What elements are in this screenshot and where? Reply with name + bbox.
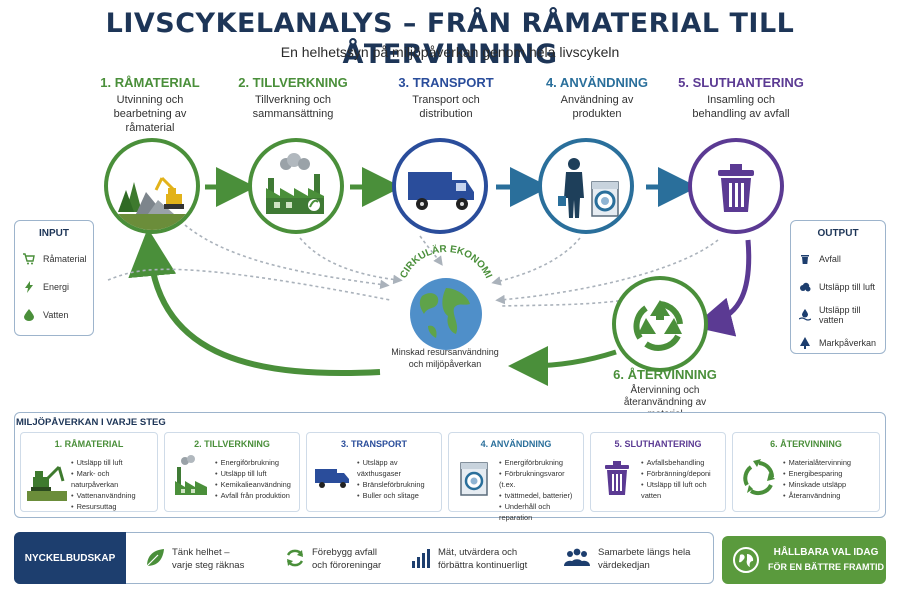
- recycle-icon: [743, 459, 775, 496]
- impact-card-recycling: 6. ÅTERVINNING Materialåtervinning Energ…: [732, 432, 880, 512]
- truck-icon: [315, 469, 349, 488]
- arrow-5-6: [692, 239, 752, 337]
- step-2-circle: [248, 138, 344, 234]
- water-drop-icon: [24, 309, 34, 321]
- input-panel: INPUT Råmaterial Energi Vatten: [14, 220, 94, 336]
- step-3-heading: 3. TRANSPORT Transport och distribution: [398, 75, 494, 121]
- cart-icon: [23, 253, 35, 265]
- arrow-6-circular: [508, 345, 617, 386]
- factory-icon: [266, 153, 324, 214]
- step-4-heading: 4. ANVÄNDNING Användning av produkten: [545, 75, 649, 121]
- washing-machine-icon: [460, 462, 488, 496]
- output-item: Avfall: [791, 245, 885, 273]
- trash-bin-icon: [718, 164, 754, 212]
- impact-card-raw: 1. RÅMATERIAL Utsläpp till luft Mark- oc…: [20, 432, 158, 512]
- arrow-return-1: [128, 228, 381, 377]
- output-item: Markpåverkan: [791, 329, 885, 357]
- key-message-2: Förebygg avfall och föroreningar: [312, 547, 382, 571]
- input-item: Råmaterial: [15, 245, 93, 273]
- impact-card-transport: 3. TRANSPORT Utsläpp av växthusgaser Brä…: [306, 432, 442, 512]
- trash-icon: [801, 255, 809, 264]
- key-message-1: Tänk helhet – varje steg räknas: [172, 547, 245, 571]
- key-message-3: Mät, utvärdera och förbättra kontinuerli…: [438, 547, 528, 571]
- step-1-circle: [104, 138, 200, 234]
- page-title: LIVSCYKELANALYS – FRÅN RÅMATERIAL TILL Å…: [105, 8, 795, 70]
- cta-banner: HÅLLBARA VAL IDAG FÖR EN BÄTTRE FRAMTID: [722, 536, 886, 584]
- impact-card-usage: 4. ANVÄNDNING Energiförbrukning Förbrukn…: [448, 432, 584, 522]
- trash-bin-icon: [605, 461, 629, 495]
- cycle-icon: [286, 549, 304, 567]
- svg-text:CIRKULÄR EKONOMI: CIRKULÄR EKONOMI: [398, 244, 494, 280]
- key-messages-bar: [14, 532, 714, 584]
- step-3-circle: [392, 138, 488, 234]
- globe-icon: CIRKULÄR EKONOMI: [398, 244, 494, 350]
- circular-economy-label: CIRKULÄR EKONOMI: [398, 244, 494, 280]
- mining-icon: [108, 176, 196, 230]
- cta-line-2: FÖR EN BÄTTRE FRAMTID: [768, 562, 884, 572]
- impact-title: MILJÖPÅVERKAN I VARJE STEG: [16, 417, 166, 428]
- cloud-icon: [800, 282, 811, 292]
- output-title: OUTPUT: [817, 228, 859, 239]
- recycle-icon: [633, 300, 683, 351]
- impact-card-end-of-life: 5. SLUTHANTERING Avfallsbehandling Förbr…: [590, 432, 726, 512]
- step-5-circle: [688, 138, 784, 234]
- excavator-icon: [27, 465, 67, 501]
- step-6-circle: [612, 276, 708, 372]
- bar-chart-icon: [412, 549, 430, 568]
- step-2-heading: 2. TILLVERKNING Tillverkning och sammans…: [238, 75, 348, 121]
- leaf-icon: [146, 549, 164, 567]
- factory-icon: [175, 455, 207, 495]
- output-item: Utsläpp till vatten: [791, 301, 885, 329]
- key-messages-label: NYCKELBUDSKAP: [14, 532, 126, 584]
- truck-icon: [408, 172, 474, 210]
- input-title: INPUT: [39, 228, 69, 239]
- input-item: Vatten: [15, 301, 93, 329]
- cta-line-1: HÅLLBARA VAL IDAG: [773, 547, 879, 558]
- output-panel: OUTPUT Avfall Utsläpp till luft Utsläpp …: [790, 220, 886, 354]
- step-5-heading: 5. SLUTHANTERING Insamling och behandlin…: [678, 75, 804, 121]
- impact-card-manufacturing: 2. TILLVERKNING Energiförbrukning Utsläp…: [164, 432, 300, 512]
- step-4-circle: [538, 138, 634, 234]
- person-washer-icon: [558, 158, 619, 218]
- input-item: Energi: [15, 273, 93, 301]
- step-1-heading: 1. RÅMATERIAL Utvinning och bearbetning …: [100, 75, 200, 135]
- water-wave-icon: [799, 309, 811, 321]
- people-icon: [564, 548, 590, 566]
- page-subtitle: En helhetssyn på miljöpåverkan genom hel…: [280, 44, 620, 60]
- circular-caption: Minskad resursanvändning och miljöpåverk…: [391, 347, 499, 369]
- output-item: Utsläpp till luft: [791, 273, 885, 301]
- key-message-4: Samarbete längs hela värdekedjan: [598, 547, 691, 571]
- lightning-icon: [25, 281, 33, 293]
- globe-icon: [733, 547, 759, 573]
- tree-icon: [800, 337, 810, 349]
